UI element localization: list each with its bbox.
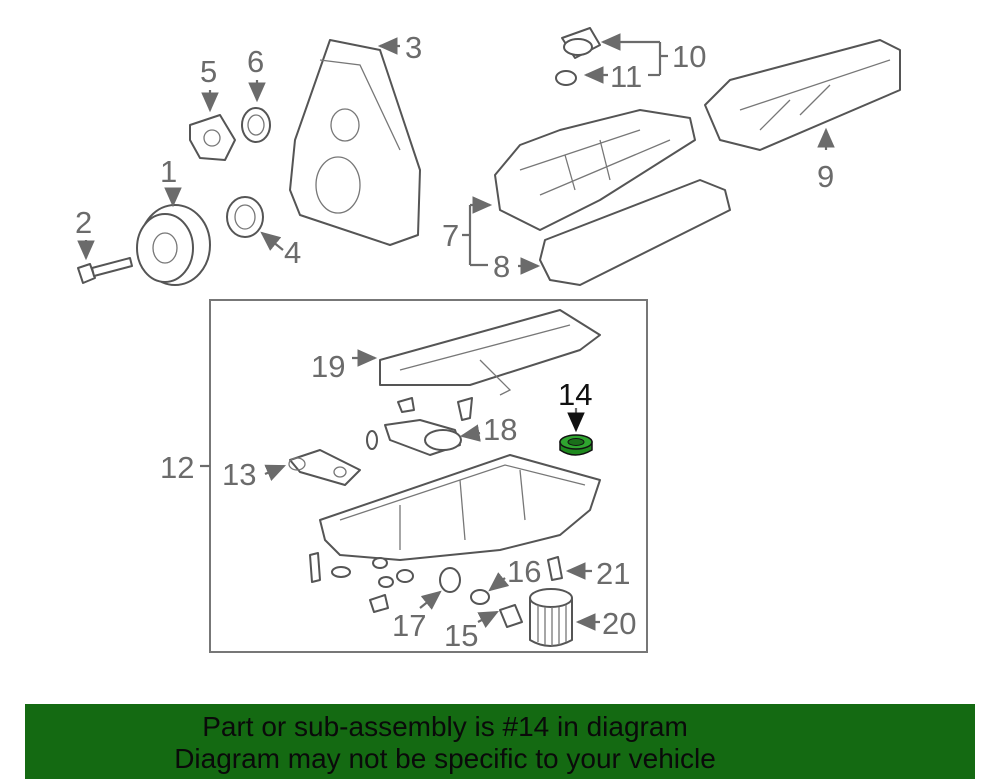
info-banner: Part or sub-assembly is #14 in diagram D… <box>25 704 975 779</box>
callout-8[interactable]: 8 <box>493 249 510 284</box>
part-14-highlighted-seal <box>559 434 593 456</box>
callout-14-highlighted[interactable]: 14 <box>558 377 592 412</box>
callout-9[interactable]: 9 <box>817 159 834 194</box>
part-7-valve-cover <box>494 109 696 231</box>
callout-10[interactable]: 10 <box>672 39 706 74</box>
part-9-valve-cover <box>704 39 901 151</box>
callout-6[interactable]: 6 <box>247 44 264 79</box>
callout-17[interactable]: 17 <box>392 608 426 643</box>
part-1-crank-pulley <box>136 204 211 286</box>
leader-lines <box>77 33 835 631</box>
callout-13[interactable]: 13 <box>222 457 256 492</box>
part-13-bracket <box>288 449 361 486</box>
part-17-plug <box>439 567 461 593</box>
callout-4[interactable]: 4 <box>284 235 301 270</box>
callout-20[interactable]: 20 <box>602 606 636 641</box>
part-15-drain-plug <box>499 604 523 628</box>
callout-12[interactable]: 12 <box>160 450 194 485</box>
part-5-plate <box>189 114 236 161</box>
part-8-gasket <box>539 179 731 286</box>
part-19-windage-tray <box>379 309 601 396</box>
callout-15[interactable]: 15 <box>444 618 478 653</box>
oil-pan-assembly-box <box>209 299 648 653</box>
part-6-seal <box>241 107 271 143</box>
callout-16[interactable]: 16 <box>507 554 541 589</box>
callout-19[interactable]: 19 <box>311 349 345 384</box>
callout-18[interactable]: 18 <box>483 412 517 447</box>
banner-line-1: Part or sub-assembly is #14 in diagram <box>202 711 688 742</box>
callout-2[interactable]: 2 <box>75 205 92 240</box>
part-3-timing-cover <box>289 39 421 246</box>
part-21-fitting <box>547 556 563 581</box>
callout-1[interactable]: 1 <box>160 154 177 189</box>
part-18-oil-pickup <box>366 397 473 456</box>
small-hardware <box>309 552 563 628</box>
callout-21[interactable]: 21 <box>596 556 630 591</box>
part-10-oil-cap <box>561 27 601 59</box>
callout-11[interactable]: 11 <box>610 59 642 94</box>
part-16-washer <box>470 589 490 605</box>
callout-5[interactable]: 5 <box>200 54 217 89</box>
banner-line-2: Diagram may not be specific to your vehi… <box>174 743 716 774</box>
part-20-oil-filter <box>529 588 573 647</box>
part-11-o-ring <box>555 70 577 86</box>
part-2-bolt <box>77 257 133 284</box>
part-12-oil-pan <box>319 454 601 561</box>
callout-3[interactable]: 3 <box>405 30 422 65</box>
callout-7[interactable]: 7 <box>442 218 459 253</box>
part-4-seal <box>226 196 264 238</box>
